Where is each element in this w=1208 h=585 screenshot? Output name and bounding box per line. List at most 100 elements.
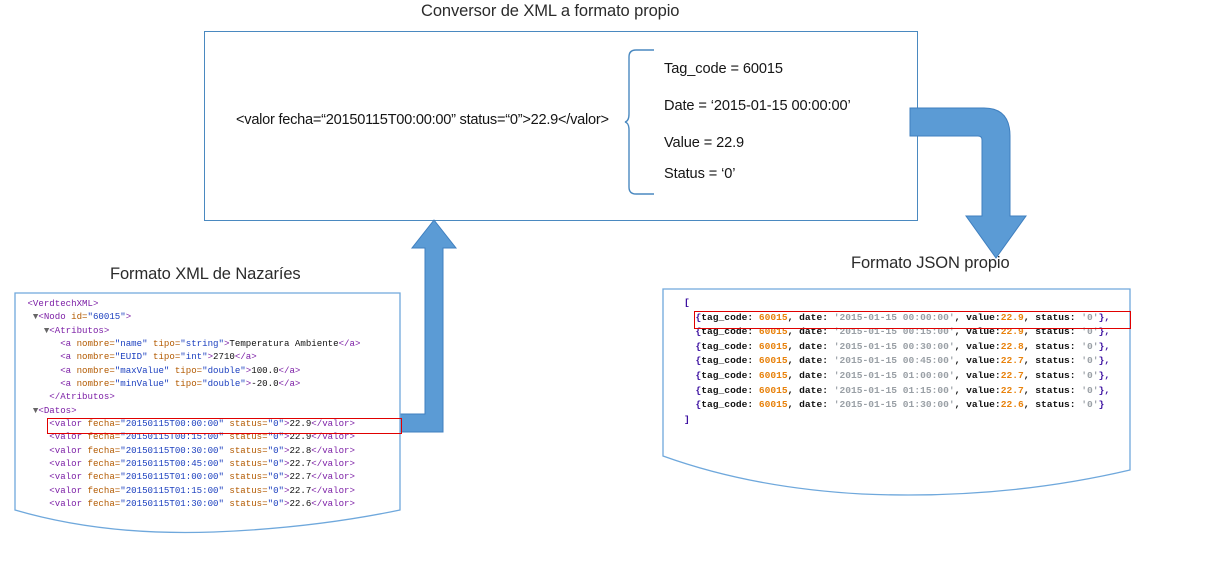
xml-code-line: <VerdtechXML> <box>22 297 402 310</box>
json-comma: , <box>1023 384 1036 396</box>
xml-disclosure-triangle-icon[interactable]: ▼ <box>22 404 39 416</box>
xml-token: status= <box>223 444 268 456</box>
xml-token: "0" <box>267 444 284 456</box>
json-key-status: status: <box>1035 326 1082 338</box>
json-key-date: date: <box>799 355 834 367</box>
xml-disclosure-triangle-icon[interactable] <box>22 445 49 456</box>
json-document-shape <box>662 288 1131 496</box>
xml-disclosure-triangle-icon[interactable] <box>22 338 60 349</box>
xml-token: </a> <box>278 364 301 376</box>
json-key-date: date: <box>799 384 834 396</box>
xml-token: > <box>207 351 214 363</box>
xml-token: <Atributos> <box>49 324 110 336</box>
json-comma: , <box>1023 369 1036 381</box>
json-brace-close: }, <box>1098 369 1111 381</box>
json-comma: , <box>1023 340 1036 352</box>
xml-token: "0" <box>267 431 284 443</box>
xml-token: > <box>283 498 290 510</box>
xml-token: tipo= <box>147 351 181 363</box>
json-comma: , <box>1023 355 1036 367</box>
xml-token: "20150115T01:30:00" <box>120 498 224 510</box>
xml-token: </valor> <box>311 471 355 483</box>
xml-token: > <box>245 378 252 390</box>
xml-token: > <box>283 471 290 483</box>
xml-token: nombre= <box>76 378 115 390</box>
xml-token: > <box>125 311 132 323</box>
json-record-line: {tag_code: 60015, date: '2015-01-15 01:1… <box>684 384 1134 399</box>
xml-code-line: <a nombre="EUID" tipo="int">2710</a> <box>22 350 402 363</box>
xml-token: fecha= <box>87 484 121 496</box>
xml-token: </valor> <box>311 444 355 456</box>
json-code-block: [ {tag_code: 60015, date: '2015-01-15 00… <box>684 296 1134 427</box>
json-comma: , <box>1023 311 1036 323</box>
xml-token: status= <box>223 471 268 483</box>
xml-token: "20150115T01:15:00" <box>120 484 224 496</box>
json-comma: , <box>954 340 967 352</box>
xml-disclosure-triangle-icon[interactable] <box>22 498 49 509</box>
xml-code-line: <valor fecha="20150115T00:15:00" status=… <box>22 430 402 443</box>
xml-disclosure-triangle-icon[interactable] <box>22 431 49 442</box>
json-highlight-rect <box>694 311 1131 329</box>
field-tag-code: Tag_code = 60015 <box>664 61 783 77</box>
xml-token: status= <box>223 431 268 443</box>
xml-token: </Atributos> <box>49 391 115 403</box>
xml-token: "20150115T00:00:00" <box>120 418 224 430</box>
json-brace-close: }, <box>1098 326 1111 338</box>
json-value-value: 22.9 <box>1000 311 1024 323</box>
xml-token: "EUID" <box>114 351 148 363</box>
xml-token: > <box>283 458 290 470</box>
json-value-date: '2015-01-15 01:30:00' <box>833 399 955 411</box>
xml-token: "double" <box>202 364 246 376</box>
json-close-bracket: ] <box>684 413 1134 428</box>
xml-code-line: <a nombre="name" tipo="string">Temperatu… <box>22 337 402 350</box>
xml-disclosure-triangle-icon[interactable] <box>22 351 60 362</box>
converter-sample-line: <valor fecha=“20150115T00:00:00” status=… <box>236 112 609 128</box>
json-value-status: '0' <box>1081 326 1099 338</box>
xml-token: <a <box>60 364 77 376</box>
xml-source-title: Formato XML de Nazaríes <box>110 265 301 283</box>
arrow-converter-to-json-icon <box>909 107 1027 259</box>
xml-disclosure-triangle-icon[interactable] <box>22 378 60 389</box>
xml-disclosure-triangle-icon[interactable] <box>22 471 49 482</box>
json-value-value: 22.6 <box>1000 399 1024 411</box>
xml-disclosure-triangle-icon[interactable]: ▼ <box>22 324 50 336</box>
xml-token: <valor <box>49 471 88 483</box>
xml-token: 22.9 <box>289 418 312 430</box>
xml-token: <Nodo <box>38 311 72 323</box>
json-value-status: '0' <box>1081 399 1099 411</box>
xml-highlight-rect <box>47 418 402 434</box>
xml-token: <a <box>60 351 77 363</box>
xml-disclosure-triangle-icon[interactable] <box>22 391 49 402</box>
json-value-date: '2015-01-15 00:45:00' <box>833 355 955 367</box>
xml-token: 22.8 <box>289 444 312 456</box>
json-comma: , <box>1023 326 1036 338</box>
xml-token: nombre= <box>76 364 115 376</box>
xml-token: fecha= <box>87 498 121 510</box>
xml-disclosure-triangle-icon[interactable] <box>22 485 49 496</box>
json-bracket: [ <box>684 297 690 308</box>
json-comma: , <box>787 384 800 396</box>
xml-disclosure-triangle-icon[interactable]: ▼ <box>22 311 39 323</box>
xml-token: <valor <box>49 444 88 456</box>
xml-disclosure-triangle-icon[interactable] <box>22 365 60 376</box>
json-value-tag-code: 60015 <box>758 369 788 381</box>
xml-token: > <box>283 484 290 496</box>
xml-token: fecha= <box>87 471 121 483</box>
xml-disclosure-triangle-icon[interactable] <box>22 418 49 429</box>
arrow-xml-to-converter-icon <box>398 219 458 433</box>
xml-token: fecha= <box>87 458 121 470</box>
xml-disclosure-triangle-icon[interactable] <box>22 458 49 469</box>
xml-token: tipo= <box>169 364 203 376</box>
xml-code-line: <valor fecha="20150115T00:30:00" status=… <box>22 444 402 457</box>
xml-token: > <box>283 418 290 430</box>
json-comma: , <box>787 355 800 367</box>
json-value-status: '0' <box>1081 369 1099 381</box>
json-record-line: {tag_code: 60015, date: '2015-01-15 00:1… <box>684 325 1134 340</box>
xml-token: "60015" <box>87 311 126 323</box>
json-value-value: 22.7 <box>1000 384 1024 396</box>
json-comma: , <box>954 399 967 411</box>
json-value-value: 22.8 <box>1000 340 1024 352</box>
xml-code-line: ▼<Nodo id="60015"> <box>22 310 402 323</box>
json-key-tag-code: tag_code: <box>701 369 759 381</box>
json-key-value: value: <box>966 326 1001 338</box>
